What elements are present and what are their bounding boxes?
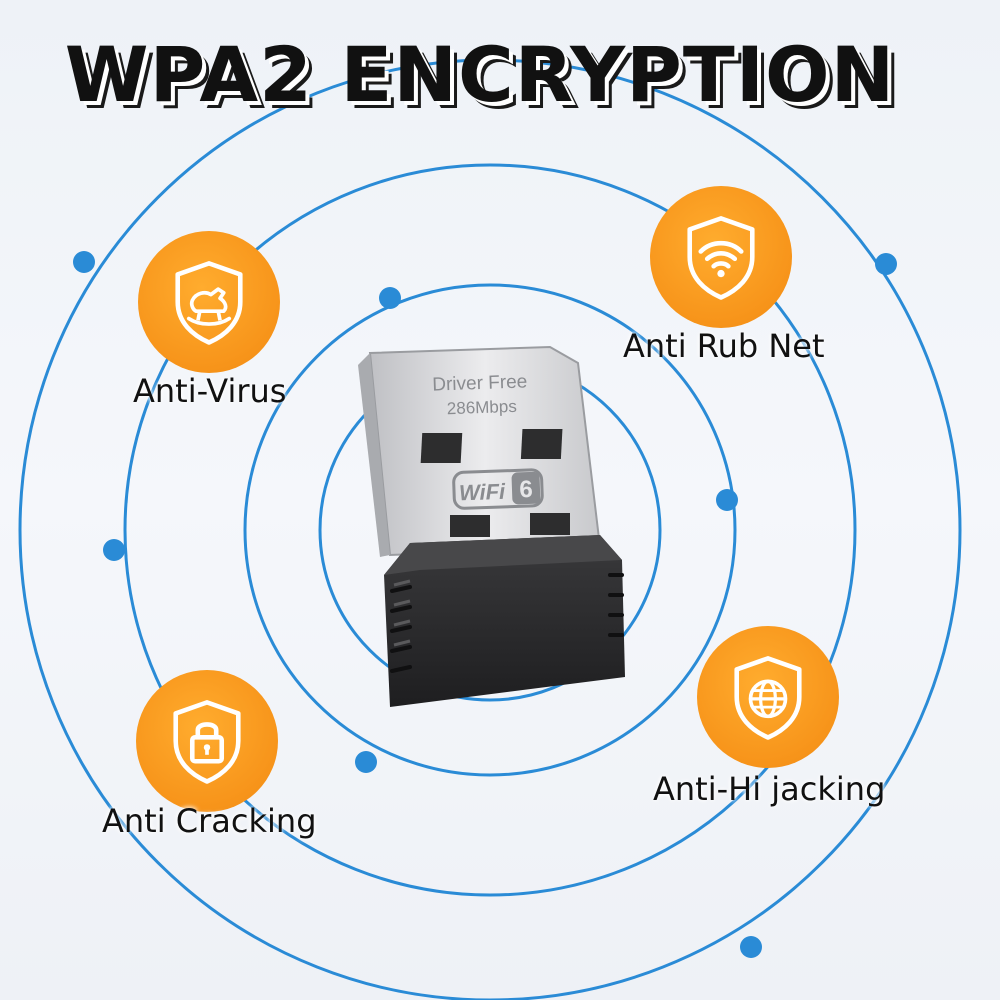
usb-connector — [368, 345, 602, 557]
ring-node-dot — [716, 489, 738, 511]
anti-cracking-badge — [136, 670, 278, 812]
anti-rub-net-label: Anti Rub Net — [623, 327, 825, 365]
ring-node-dot — [103, 539, 125, 561]
svg-text:WiFi: WiFi — [459, 479, 507, 506]
padlock-shield-icon — [173, 700, 241, 784]
ring-node-dot — [875, 253, 897, 275]
usb-wifi-adapter-image: Driver Free 286Mbps WiFi 6 — [358, 345, 625, 707]
page-title: WPA2 ENCRYPTION — [64, 30, 896, 119]
adapter-text-speed: 286Mbps — [447, 397, 518, 418]
wifi6-logo: WiFi 6 — [452, 468, 544, 510]
adapter-text-driver-free: Driver Free — [432, 371, 528, 395]
anti-virus-badge — [138, 231, 280, 373]
ring-node-dot — [73, 251, 95, 273]
ring-node-dot — [379, 287, 401, 309]
anti-hijacking-badge — [697, 626, 839, 768]
wifi-shield-icon — [687, 216, 755, 300]
anti-rub-net-badge — [650, 186, 792, 328]
signal-ring-3 — [123, 163, 857, 897]
usb-contact-hole — [420, 433, 463, 463]
globe-shield-icon — [734, 656, 802, 740]
usb-contact-hole — [520, 429, 563, 459]
ring-node-dot — [355, 751, 377, 773]
signal-ring-outer — [18, 58, 962, 1000]
adapter-body — [384, 535, 625, 707]
svg-text:6: 6 — [519, 476, 533, 503]
anti-hijacking-label: Anti-Hi jacking — [653, 770, 886, 808]
ring-node-dot — [740, 936, 762, 958]
signal-ring-2 — [243, 283, 737, 777]
rocking-horse-shield-icon — [175, 261, 243, 345]
anti-virus-label: Anti-Virus — [133, 372, 287, 410]
anti-cracking-label: Anti Cracking — [102, 802, 317, 840]
